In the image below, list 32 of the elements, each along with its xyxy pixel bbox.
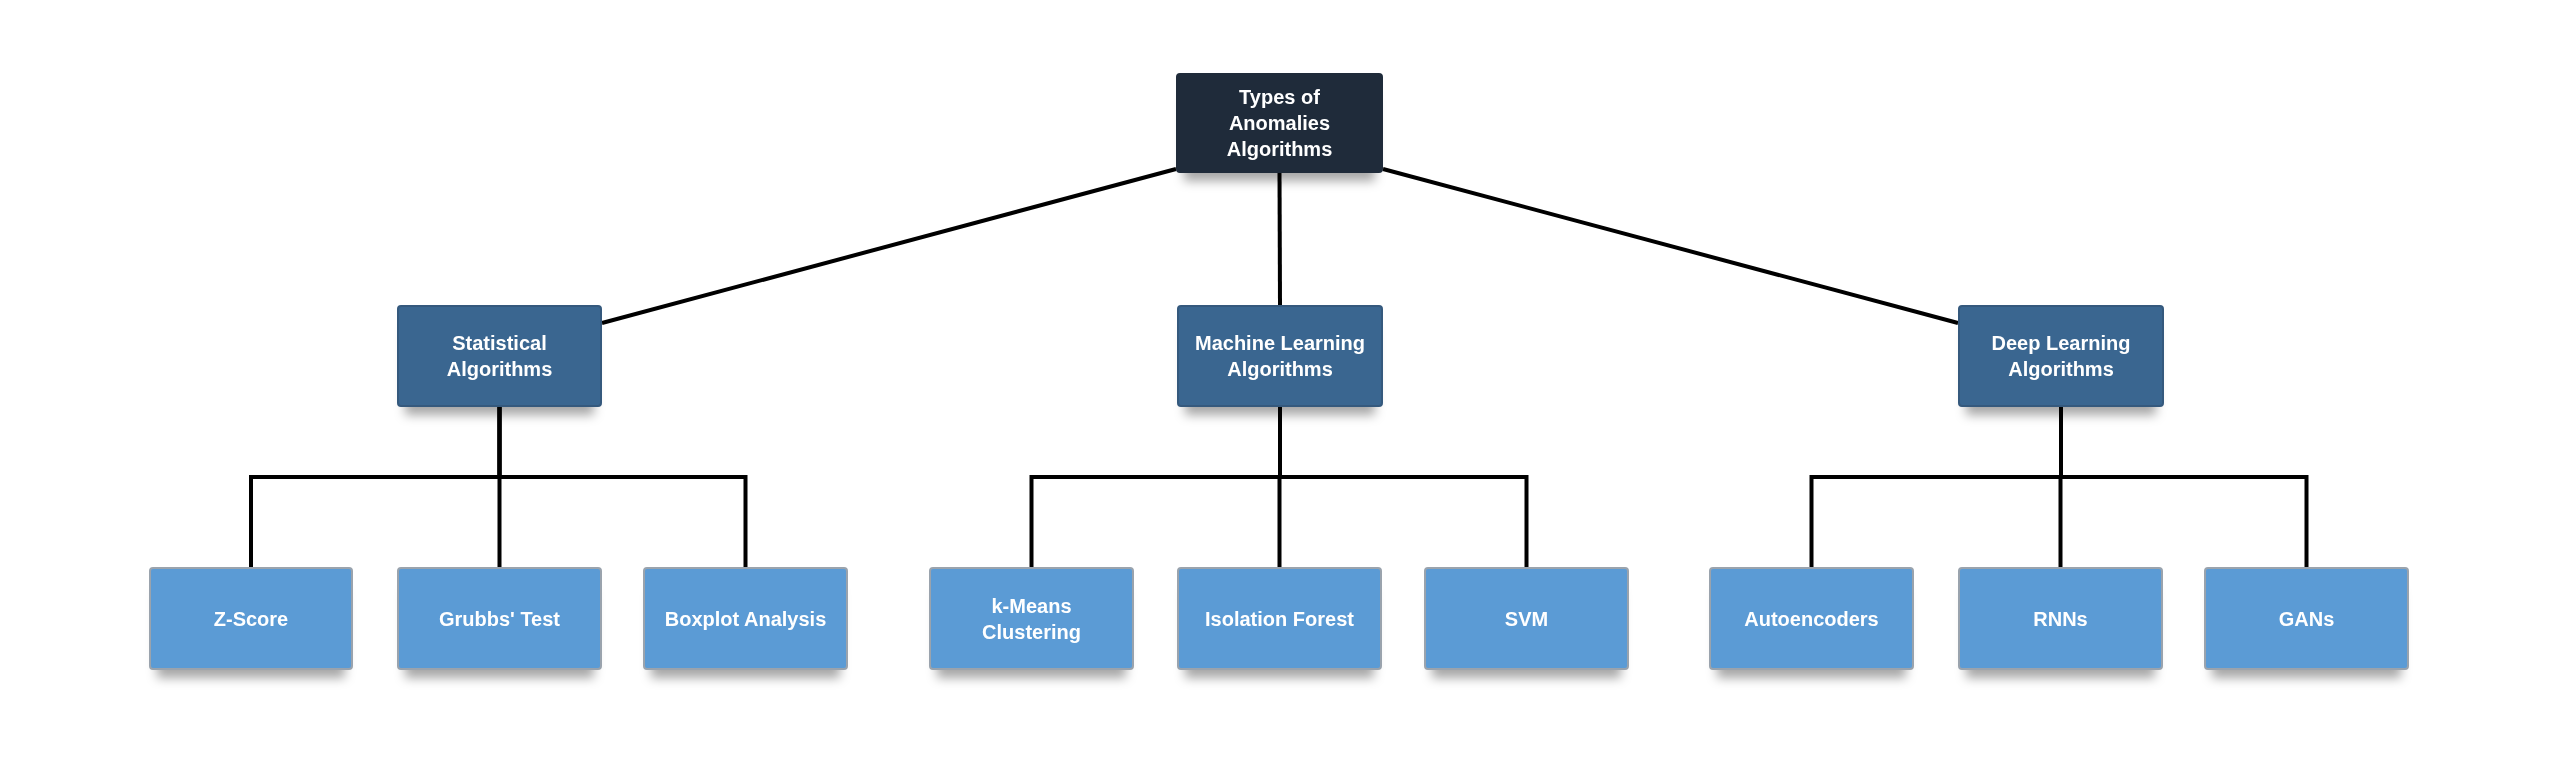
category-box	[397, 305, 602, 407]
node-label: RNNs	[2033, 606, 2088, 632]
root-box	[1176, 73, 1383, 173]
connector-line	[1277, 173, 1282, 305]
node-label: Grubbs' Test	[438, 606, 561, 632]
node-label: Types of Anomalies Algorithms	[1225, 85, 1334, 162]
connector-line	[1278, 407, 1529, 567]
algorithm-box	[643, 567, 848, 670]
node-label: Boxplot Analysis	[664, 606, 827, 632]
category-box	[1177, 305, 1383, 407]
node-label: Autoencoders	[1744, 606, 1879, 632]
category-box	[1958, 305, 2164, 407]
node-label: Deep Learning Algorithms	[1990, 331, 2132, 382]
algorithm-box	[1958, 567, 2163, 670]
node-label: Machine Learning Algorithms	[1194, 331, 1366, 382]
connector-line	[497, 407, 748, 567]
algorithm-box	[2204, 567, 2409, 670]
node-label: GANs	[2278, 606, 2335, 632]
connector-line	[601, 167, 1177, 325]
algorithm-box	[1177, 567, 1382, 670]
algorithm-box	[149, 567, 353, 670]
algorithm-box	[1424, 567, 1629, 670]
connector-line	[2059, 407, 2309, 567]
algorithm-box	[397, 567, 602, 670]
node-label: Isolation Forest	[1205, 606, 1354, 632]
node-label: Z-Score	[213, 606, 289, 632]
connector-line	[1382, 167, 1959, 325]
node-label: k-Means Clustering	[981, 593, 1082, 645]
algorithm-box	[929, 567, 1134, 670]
node-label: Statistical Algorithms	[445, 331, 554, 382]
node-label: SVM	[1504, 606, 1549, 632]
algorithm-box	[1709, 567, 1914, 670]
